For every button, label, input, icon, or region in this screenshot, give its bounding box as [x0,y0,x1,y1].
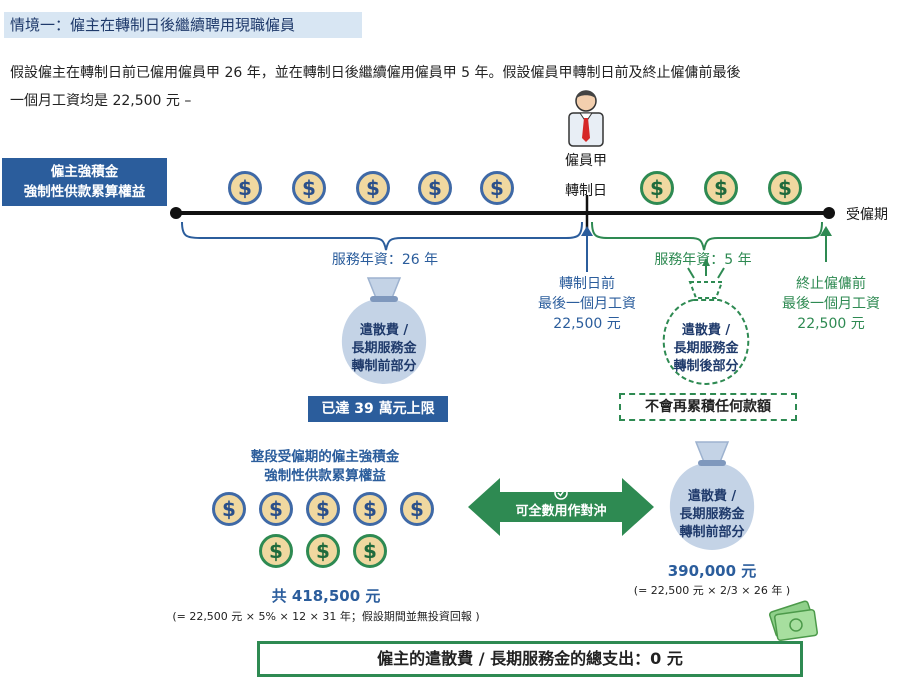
bag-post-line1: 遣散費 / [681,323,731,338]
dollar-coin-icon: $ [259,534,293,568]
check-icon [554,486,568,500]
end-wage-note: 終止僱傭前 最後一個月工資 22,500 元 [760,274,902,334]
intro-line-1: 假設僱主在轉制日前已僱用僱員甲 26 年，並在轉制日後繼續僱用僱員甲 5 年。假… [10,65,741,81]
dollar-coin-icon: $ [228,171,262,205]
bag-right-line3: 轉制前部分 [679,525,745,540]
dollar-coin-icon: $ [212,492,246,526]
title-background [4,12,362,38]
service-before-label: 服務年資：26 年 [331,252,439,268]
end-wage-line2: 最後一個月工資 [782,296,880,312]
bag-pre-text: 遣散費 / 長期服務金 轉制前部分 [334,322,434,376]
service-after-label: 服務年資：5 年 [654,252,752,268]
cap-reached-badge: 已達 39 萬元上限 [308,396,448,422]
dollar-coin-icon: $ [400,492,434,526]
transition-day-label: 轉制日 [565,183,607,199]
service-bracket-after [591,221,823,251]
end-wage-amount: 22,500 元 [797,316,865,332]
dollar-coin-icon: $ [356,171,390,205]
dollar-coin-icon: $ [292,171,326,205]
employee-icon [568,90,604,147]
before-wage-line2: 最後一個月工資 [538,296,636,312]
mpf-total-title-line1: 整段受僱期的僱主強積金 [250,449,400,465]
bag-post-line2: 長期服務金 [673,341,739,356]
dollar-coin-icon: $ [640,171,674,205]
dollar-coin-icon: $ [353,534,387,568]
dollar-coin-icon: $ [480,171,514,205]
dollar-coin-icon: $ [306,492,340,526]
severance-formula: (= 22,500 元 × 2/3 × 26 年 ) [633,584,791,597]
mpf-total-formula: (= 22,500 元 × 5% × 12 × 31 年；假設期間並無投資回報 … [172,610,480,623]
mpf-total-title: 整段受僱期的僱主強積金 強制性供款累算權益 [206,448,444,486]
before-wage-note: 轉制日前 最後一個月工資 22,500 元 [516,274,658,334]
mpf-label-box: 僱主強積金 強制性供款累算權益 [2,158,167,206]
money-bag-pre-transition [341,277,427,384]
mpf-total-amount: 共 418,500 元 [271,587,381,605]
mpf-label-line1: 僱主強積金 [50,164,119,180]
bag-pre-line3: 轉制前部分 [351,359,417,374]
dollar-coin-icon: $ [418,171,452,205]
money-bag-post-transition [662,258,750,386]
employment-period-label: 受僱期 [846,207,888,223]
offset-double-arrow [468,478,654,536]
end-wage-line1: 終止僱傭前 [796,276,866,292]
bag-post-text: 遣散費 / 長期服務金 轉制後部分 [656,322,756,376]
severance-amount: 390,000 元 [667,562,757,580]
mpf-label-line2: 強制性供款累算權益 [23,184,146,200]
timeline-end-dot [823,207,835,219]
bag-post-line3: 轉制後部分 [673,359,739,374]
total-expense-box: 僱主的遣散費 / 長期服務金的總支出：0 元 [257,641,803,677]
bag-right-line2: 長期服務金 [679,507,745,522]
dollar-coin-icon: $ [704,171,738,205]
offset-label: 可全數用作對沖 [515,504,607,519]
bag-right-line1: 遣散費 / [687,489,737,504]
service-bracket-before [181,221,583,251]
money-bag-offset-result [669,441,755,550]
banknotes-icon [768,600,818,642]
dollar-coin-icon: $ [768,171,802,205]
bag-pre-line2: 長期服務金 [351,341,417,356]
bag-pre-line1: 遣散費 / [359,323,409,338]
page-title: 情境一：僱主在轉制日後繼續聘用現職僱員 [10,16,296,34]
no-accumulation-badge: 不會再累積任何款額 [619,393,797,421]
timeline-start-dot [170,207,182,219]
mpf-total-title-line2: 強制性供款累算權益 [264,468,386,484]
dollar-coin-icon: $ [306,534,340,568]
employee-label: 僱員甲 [565,153,607,169]
dollar-coin-icon: $ [353,492,387,526]
intro-line-2: 一個月工資均是 22,500 元 – [10,93,192,109]
before-wage-amount: 22,500 元 [553,316,621,332]
before-wage-line1: 轉制日前 [559,276,615,292]
dollar-coin-icon: $ [259,492,293,526]
bag-right-text: 遣散費 / 長期服務金 轉制前部分 [662,488,762,542]
